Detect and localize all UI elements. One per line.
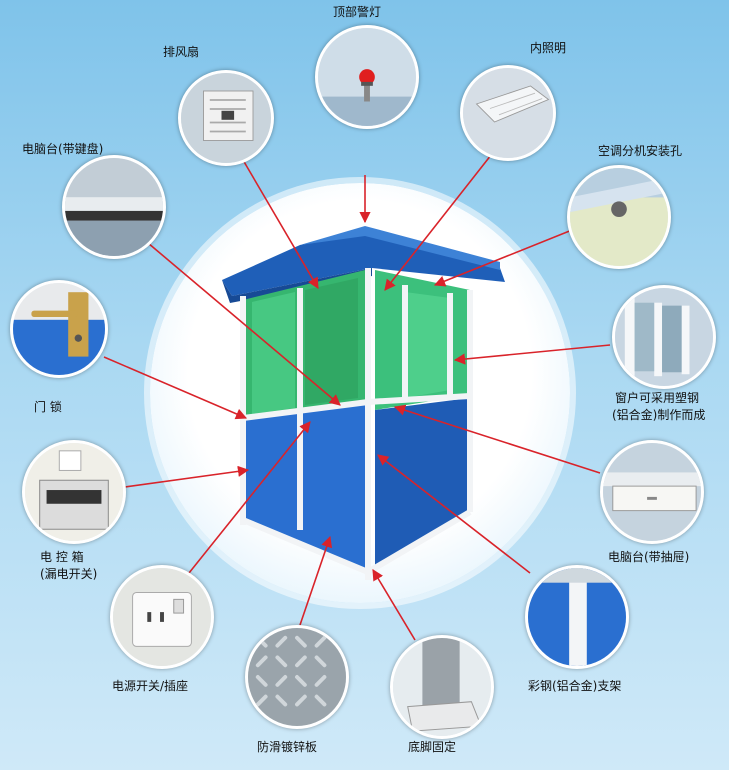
exhaust-fan-icon [178,70,274,166]
label-ac-hole: 空调分机安装孔 [598,144,683,158]
label-color-steel: 彩钢(铝合金)支架 [528,679,622,693]
color-steel-post-icon [525,565,629,669]
label-pc-desk-keyboard: 电脑台(带键盘) [22,142,104,156]
power-socket-icon [110,565,214,669]
label-power-switch: 电源开关/插座 [112,679,189,693]
control-box-icon [22,440,126,544]
label-door-lock: 门 锁 [34,400,62,414]
ac-hole-icon [567,165,671,269]
keyboard-desk-icon [62,155,166,259]
door-lock-icon [10,280,108,378]
label-pc-desk-drawer: 电脑台(带抽屉) [608,550,690,564]
checker-plate-icon [245,625,349,729]
label-base-fix: 底脚固定 [408,740,457,754]
ceiling-light-icon [460,65,556,161]
label-antislip-plate: 防滑镀锌板 [257,740,318,754]
label-window-line2: (铝合金)制作而成 [612,408,706,422]
label-top-light: 顶部警灯 [333,5,382,19]
pointer-arrows [103,149,611,641]
label-control-box-line1: 电 控 箱 [40,550,84,564]
beacon-light-icon [315,25,419,129]
label-exhaust-fan: 排风扇 [163,45,200,59]
drawer-desk-icon [600,440,704,544]
label-window-line1: 窗户可采用塑钢 [615,391,700,405]
base-post-icon [390,635,494,739]
sentry-booth [222,226,505,580]
label-interior-light: 内照明 [530,41,567,55]
label-control-box-line2: (漏电开关) [40,567,98,581]
window-frame-icon [612,285,716,389]
